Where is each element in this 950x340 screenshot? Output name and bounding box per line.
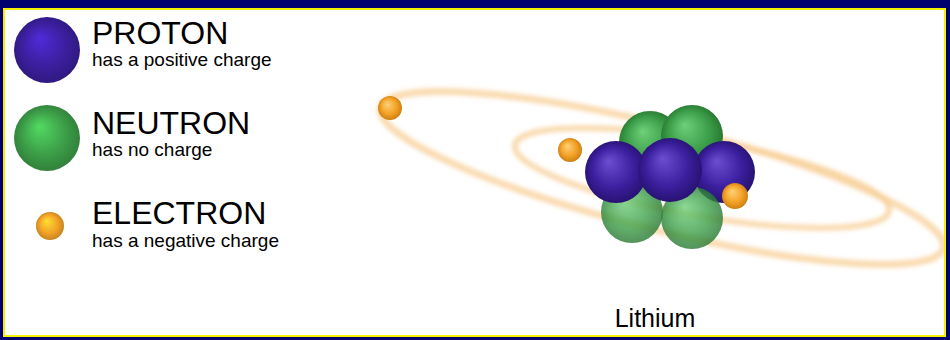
particle-description: has a negative charge [92, 231, 279, 250]
electron [558, 138, 582, 162]
electron [378, 96, 402, 120]
legend-label: PROTON [92, 17, 228, 49]
legend-swatch [34, 210, 66, 242]
legend-label: NEUTRON [92, 107, 250, 139]
picture-frame: PROTON NEUTRON ELECTRON has a positive cha… [3, 8, 946, 337]
electron-orbit [368, 57, 944, 298]
element-caption: Lithium [555, 306, 755, 331]
nucleus [585, 105, 755, 249]
particle-description: has no charge [92, 140, 212, 159]
legend-label: ELECTRON [92, 197, 266, 229]
electron [722, 183, 748, 209]
particle-description: has a positive charge [92, 50, 272, 69]
legend-swatch [12, 15, 82, 85]
legend-swatch [12, 103, 82, 173]
